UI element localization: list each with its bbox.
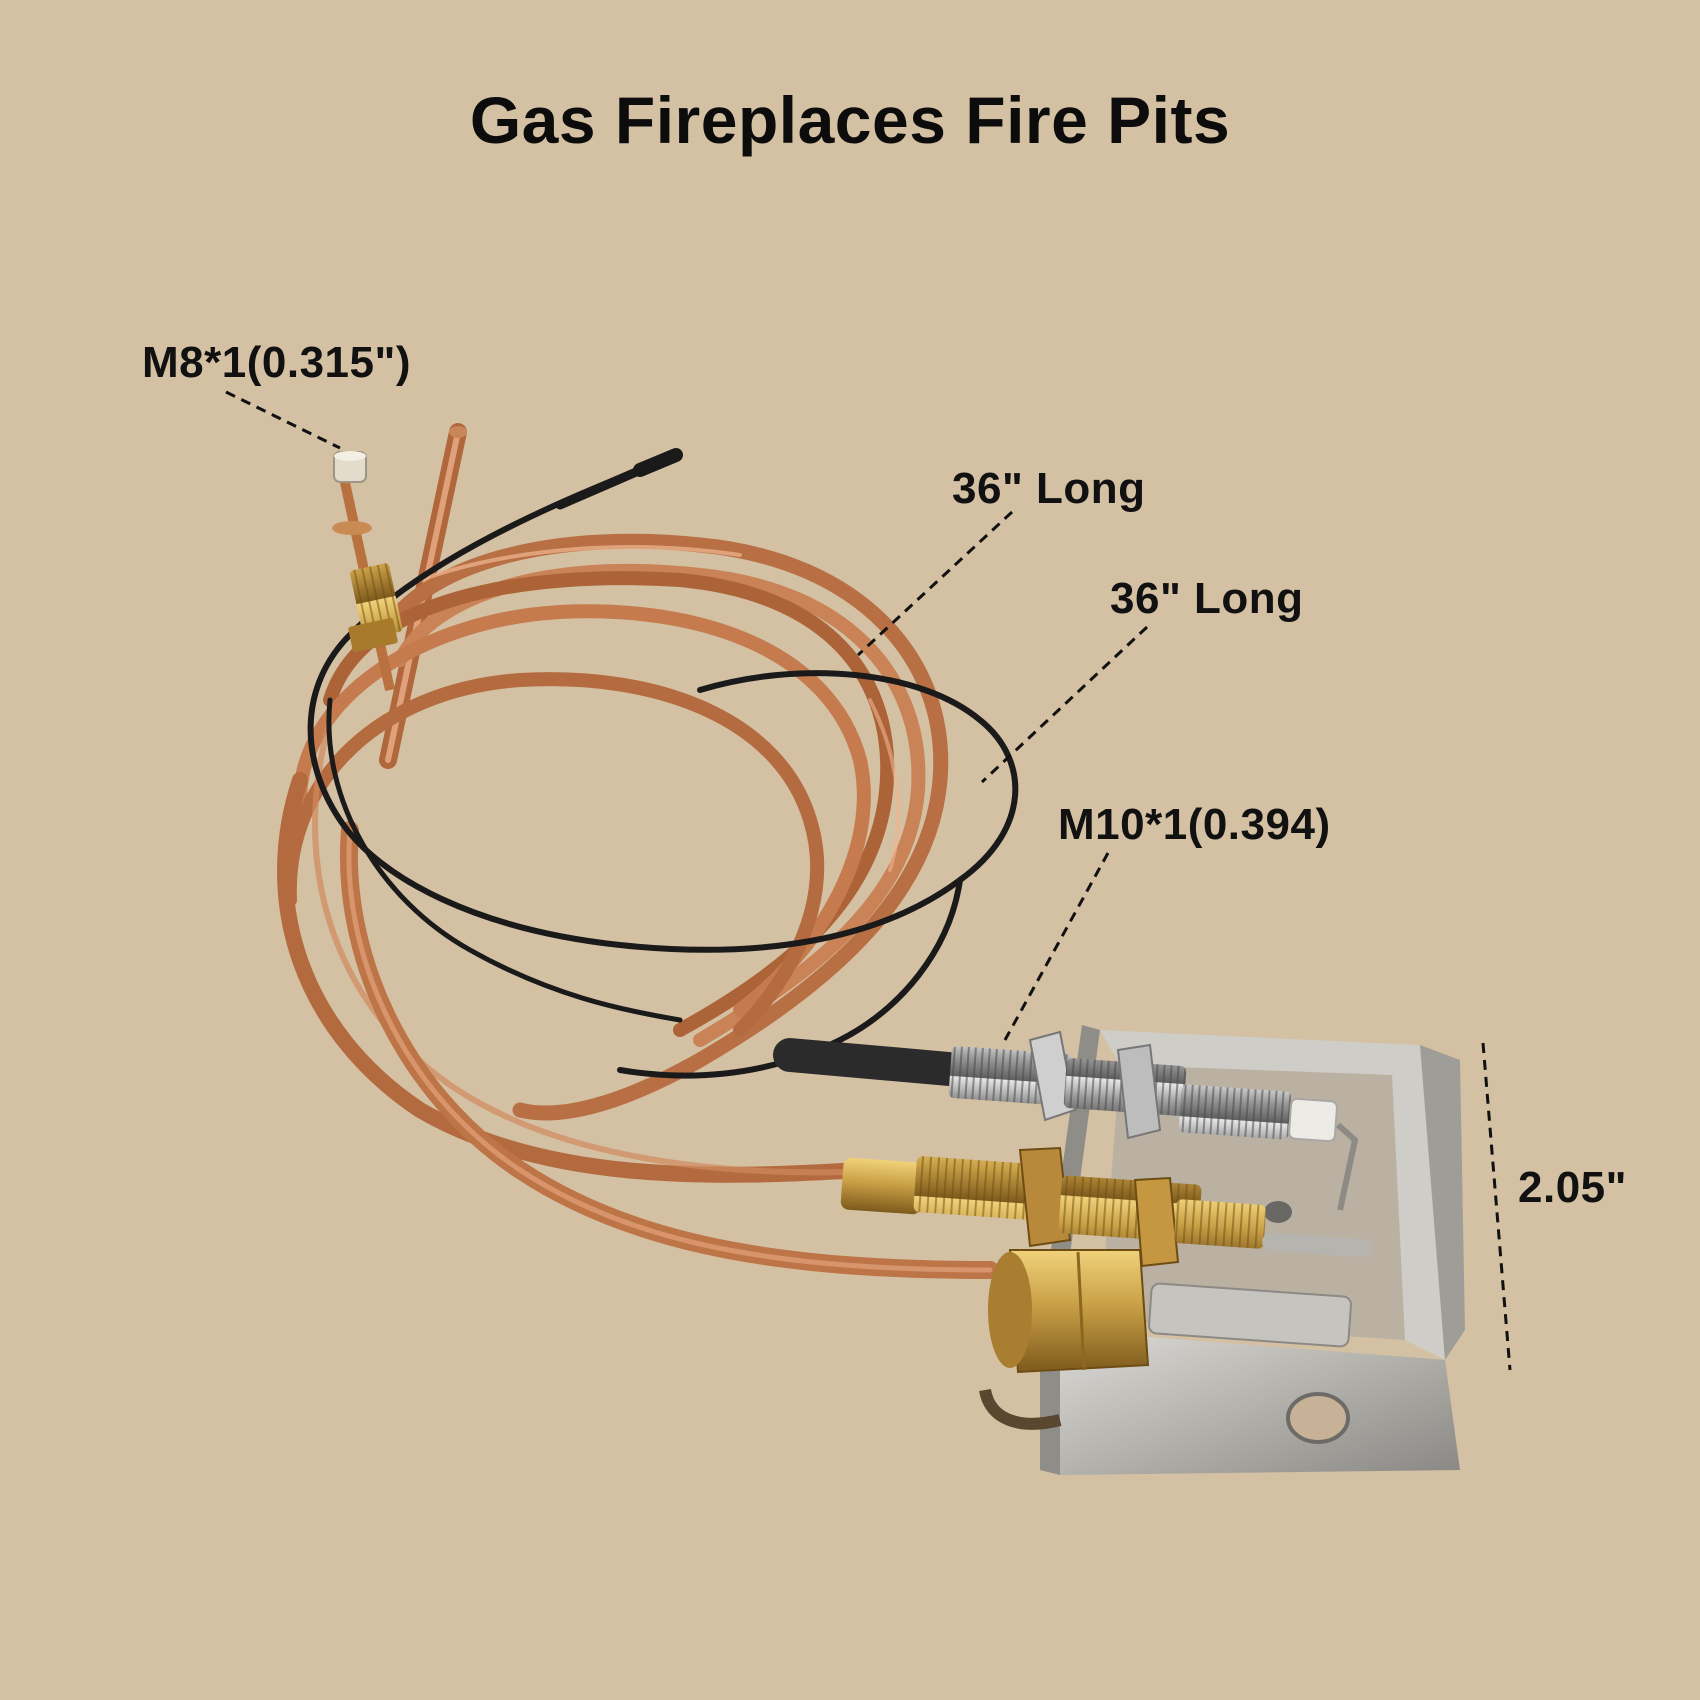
dimension-leaders [225, 390, 1512, 1371]
m8-fitting [332, 451, 403, 692]
page-title: Gas Fireplaces Fire Pits [469, 83, 1231, 157]
leader-m8 [225, 390, 341, 450]
brass-fittings [840, 1146, 1372, 1374]
callout-height: 2.05" [1518, 1163, 1627, 1212]
leader-36-tube [856, 510, 1014, 657]
electrode-assembly [773, 1030, 1359, 1211]
callout-m8-thread: M8*1(0.315") [142, 338, 411, 387]
leader-m10 [1003, 852, 1110, 1041]
callout-tube-length: 36" Long [952, 464, 1146, 513]
callout-m10-thread: M10*1(0.394) [1058, 800, 1331, 849]
leader-36-wire [980, 625, 1149, 784]
height-dimension-line [1481, 1042, 1512, 1371]
callout-wire-length: 36" Long [1110, 574, 1304, 623]
copper-tubing [277, 423, 999, 1279]
